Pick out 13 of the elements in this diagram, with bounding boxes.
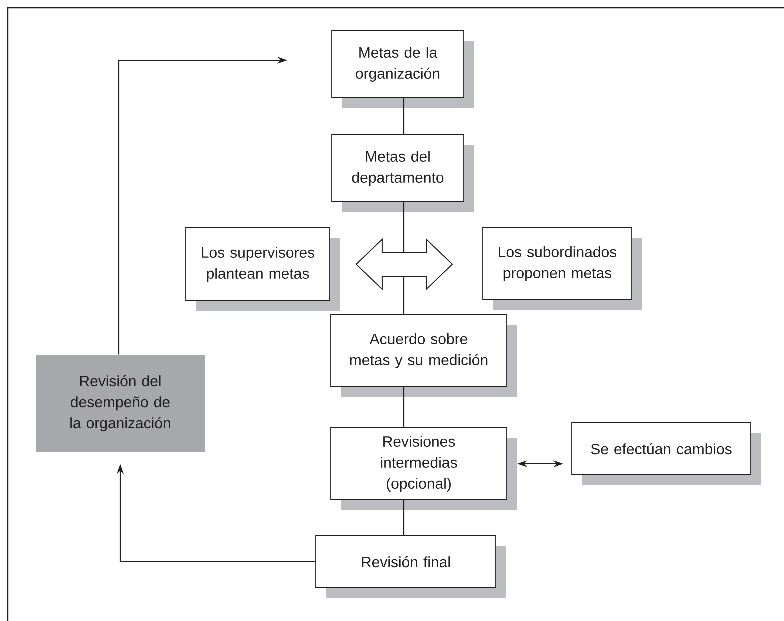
process-box: Se efectúan cambios: [572, 422, 761, 485]
process-box: Metas del departamento: [332, 134, 474, 212]
process-box: Revisión final: [316, 536, 506, 598]
connector-line: [403, 98, 405, 135]
connector-line: [403, 500, 405, 536]
connector-line: [403, 387, 405, 428]
process-box: Acuerdo sobre metas y su medición: [330, 314, 517, 397]
highlighted-box: Revisión del desempeño de la organización: [36, 355, 205, 452]
process-box: Revisiones intermedias (opcional): [330, 428, 517, 510]
process-box: Los subordinados proponen metas: [482, 228, 642, 310]
process-box: Metas de la organización: [332, 30, 474, 108]
double-block-arrow: [356, 238, 454, 291]
process-box: Los supervisores plantean metas: [186, 228, 340, 311]
